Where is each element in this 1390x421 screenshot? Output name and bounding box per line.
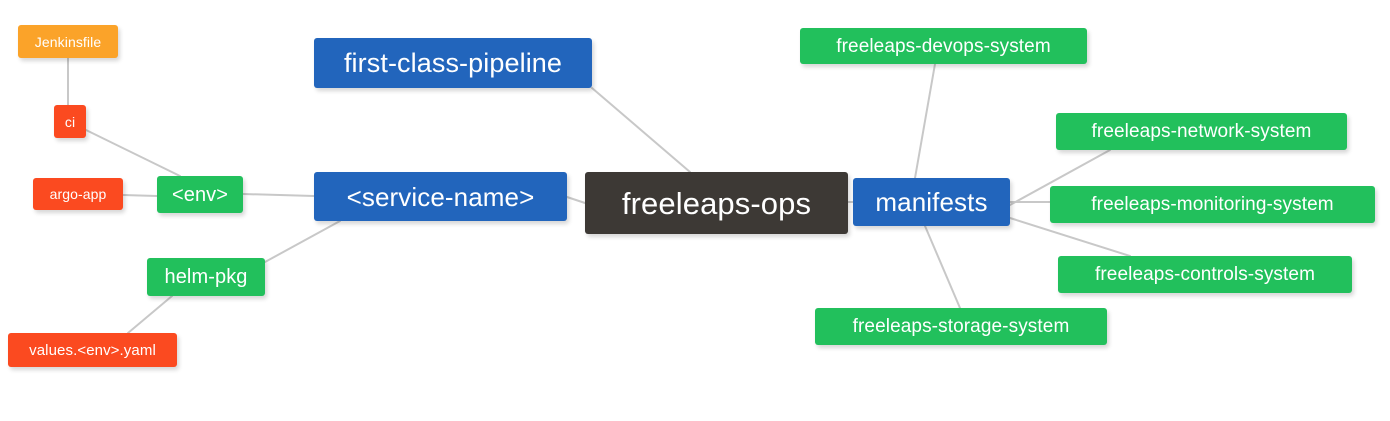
node-freeleaps-devops-system[interactable]: freeleaps-devops-system	[800, 28, 1087, 64]
node-label-values-env-yaml: values.<env>.yaml	[29, 341, 156, 359]
node-label-freeleaps-storage-system: freeleaps-storage-system	[852, 316, 1070, 337]
node-label-freeleaps-devops-system: freeleaps-devops-system	[836, 35, 1051, 57]
edge-service-name-to-env	[242, 193, 315, 197]
node-manifests[interactable]: manifests	[853, 178, 1010, 226]
node-freeleaps-network-system[interactable]: freeleaps-network-system	[1056, 113, 1347, 150]
edge-manifests-to-freeleaps-storage-system	[924, 225, 961, 309]
node-ci[interactable]: ci	[54, 105, 86, 138]
node-label-ci: ci	[64, 113, 76, 130]
node-label-argo-app: argo-app	[49, 186, 107, 202]
node-argo-app[interactable]: argo-app	[33, 178, 123, 210]
edge-freeleaps-ops-to-service-name	[566, 196, 586, 204]
node-label-freeleaps-network-system: freeleaps-network-system	[1091, 121, 1312, 142]
node-label-first-class-pipeline: first-class-pipeline	[343, 47, 563, 78]
node-jenkinsfile[interactable]: Jenkinsfile	[18, 25, 118, 58]
node-label-helm-pkg: helm-pkg	[164, 266, 248, 288]
node-label-env: <env>	[171, 183, 229, 206]
edge-helm-pkg-to-values-env-yaml	[127, 295, 173, 334]
node-values-env-yaml[interactable]: values.<env>.yaml	[8, 333, 177, 367]
edge-service-name-to-helm-pkg	[264, 220, 341, 263]
node-freeleaps-monitoring-system[interactable]: freeleaps-monitoring-system	[1050, 186, 1375, 223]
edge-manifests-to-freeleaps-network-system	[1009, 149, 1111, 206]
node-label-service-name: <service-name>	[346, 181, 535, 212]
node-env[interactable]: <env>	[157, 176, 243, 213]
node-freeleaps-ops[interactable]: freeleaps-ops	[585, 172, 848, 234]
edge-env-to-ci	[85, 129, 181, 177]
node-helm-pkg[interactable]: helm-pkg	[147, 258, 265, 296]
edge-manifests-to-freeleaps-controls-system	[1009, 217, 1131, 257]
node-label-manifests: manifests	[875, 187, 988, 217]
node-label-freeleaps-ops: freeleaps-ops	[621, 185, 812, 221]
edge-env-to-argo-app	[122, 194, 158, 197]
edge-freeleaps-ops-to-first-class-pipeline	[591, 87, 691, 173]
node-label-freeleaps-monitoring-system: freeleaps-monitoring-system	[1091, 194, 1334, 215]
node-freeleaps-storage-system[interactable]: freeleaps-storage-system	[815, 308, 1107, 345]
node-label-jenkinsfile: Jenkinsfile	[34, 33, 102, 50]
node-freeleaps-controls-system[interactable]: freeleaps-controls-system	[1058, 256, 1352, 293]
edge-manifests-to-freeleaps-devops-system	[914, 63, 936, 179]
node-first-class-pipeline[interactable]: first-class-pipeline	[314, 38, 592, 88]
node-service-name[interactable]: <service-name>	[314, 172, 567, 221]
node-label-freeleaps-controls-system: freeleaps-controls-system	[1094, 264, 1316, 285]
